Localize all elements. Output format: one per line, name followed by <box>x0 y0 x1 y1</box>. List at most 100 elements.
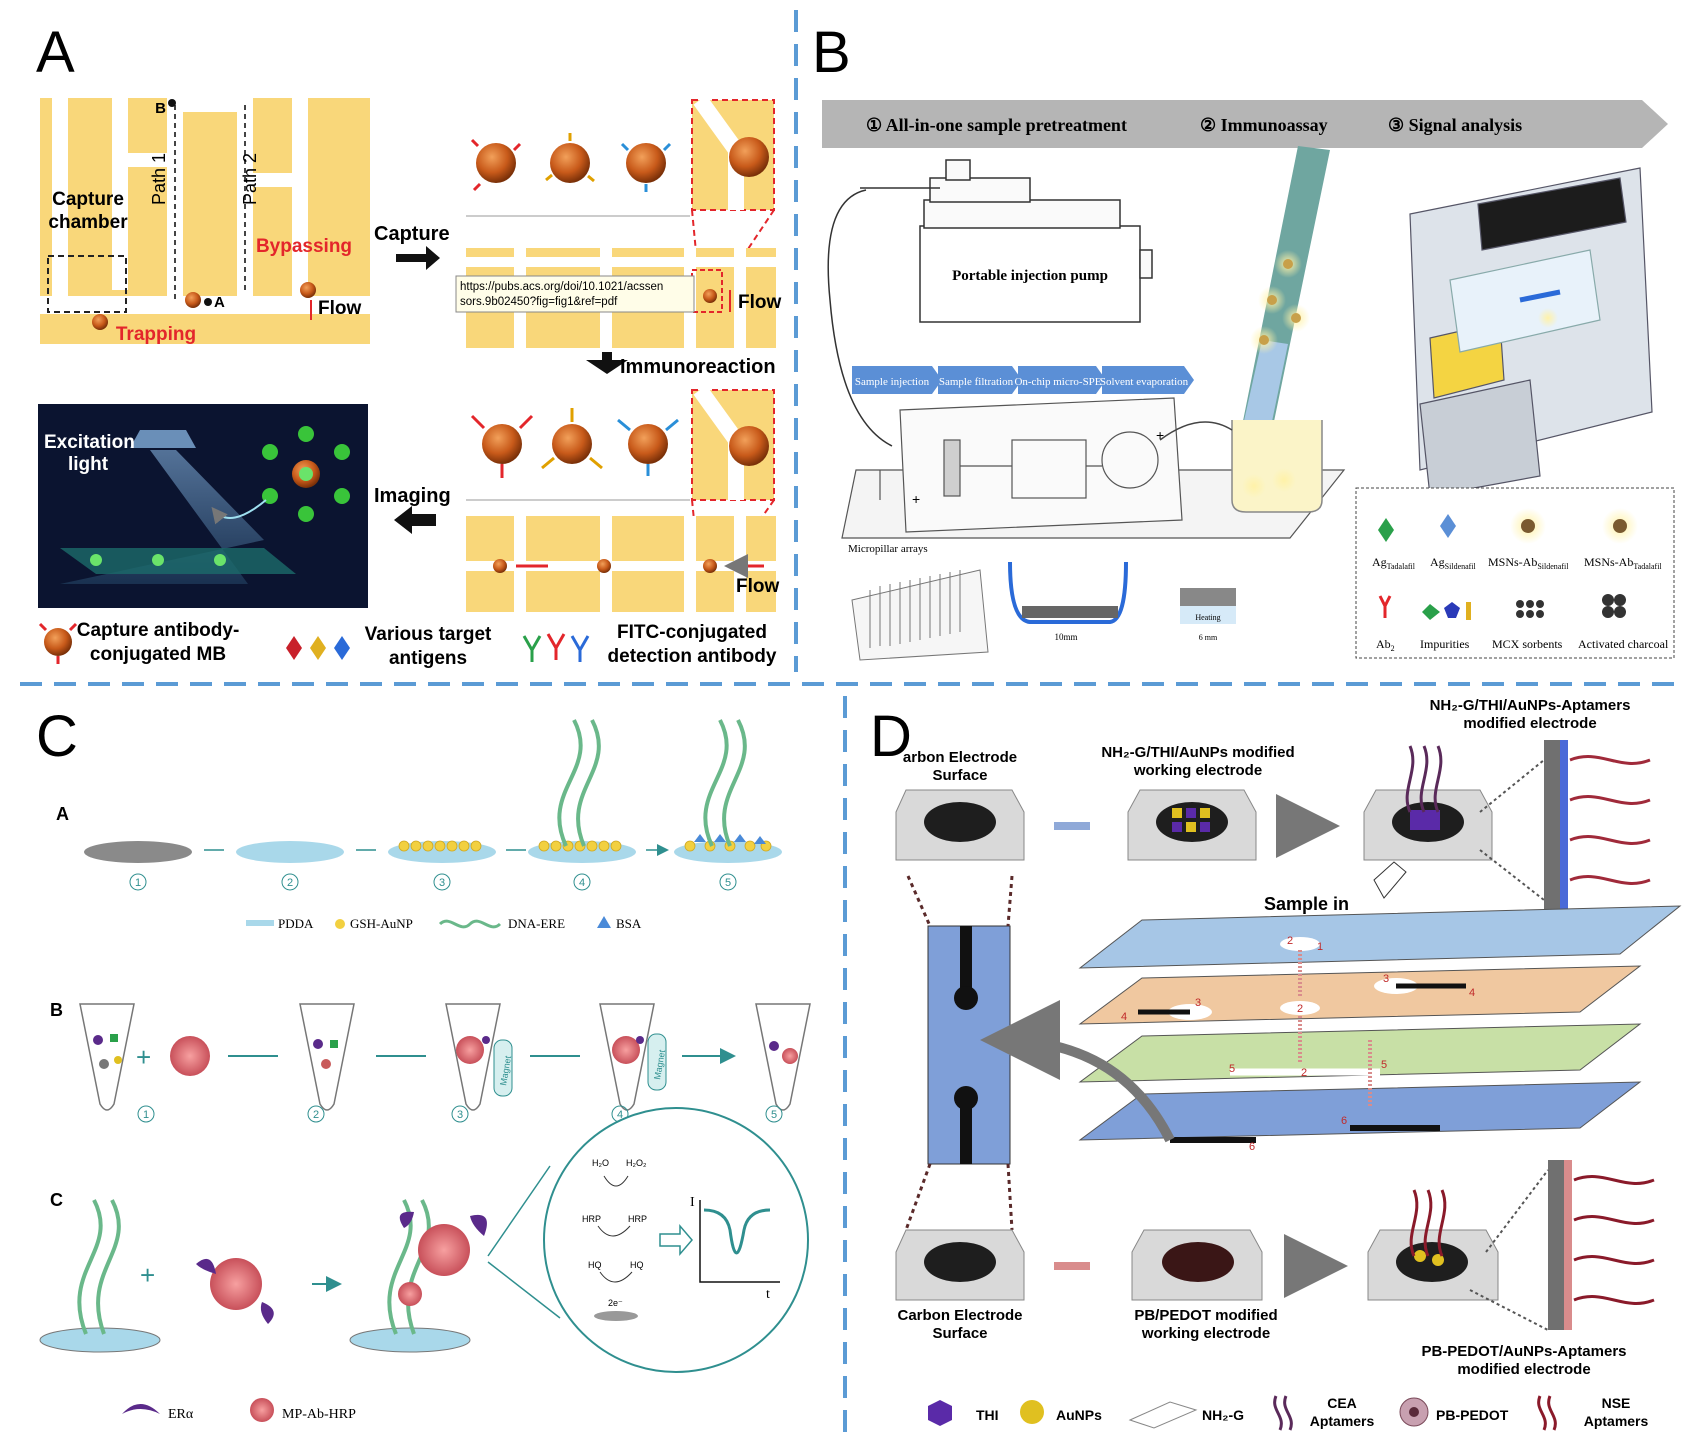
bead <box>729 426 769 466</box>
mns-particle <box>1538 308 1558 328</box>
ab2-icon <box>1378 595 1392 618</box>
top-surface-label-1: arbon Electrode <box>903 749 1017 766</box>
aunps-swatch <box>1020 1400 1044 1424</box>
magnet <box>493 1039 513 1097</box>
fluorescent-spot <box>152 554 164 566</box>
aunp <box>1414 1250 1426 1262</box>
tube <box>79 1003 135 1111</box>
dim-10mm: 10mm <box>1054 632 1077 642</box>
heating-zone <box>1180 606 1236 624</box>
legend-b-label: MCX sorbents <box>1492 637 1563 651</box>
row-a-label: A <box>56 804 69 824</box>
row-c-label: C <box>50 1190 63 1210</box>
flow-path <box>1298 950 1372 1108</box>
bead <box>300 282 316 298</box>
svg-text:HQ: HQ <box>630 1260 644 1270</box>
step-number: 1 <box>143 1109 149 1121</box>
panel-dividers <box>20 10 1680 1440</box>
reacted-beads <box>470 408 679 478</box>
signal-axes <box>699 1200 780 1283</box>
svg-text:2: 2 <box>1287 935 1293 947</box>
top-mod-label-1: NH₂-G/THI/AuNPs modified <box>1101 744 1294 761</box>
antigen-complex <box>617 418 679 476</box>
url-line-2: sors.9b02450?fig=fig1&ref=pdf <box>460 296 618 308</box>
chip-diagram: B A Path 1 Path 2 Capture chamber Bypass… <box>40 98 370 345</box>
zoom-lines <box>1479 759 1545 901</box>
row-b-label: B <box>50 1000 63 1020</box>
bot-mod-label-1: PB/PEDOT modified <box>1134 1307 1277 1324</box>
pump-tubing <box>827 189 893 447</box>
stage-label: On-chip micro-SPE <box>1014 376 1101 388</box>
electrode-steps <box>84 719 782 863</box>
layer-track <box>1138 983 1466 1015</box>
chip-plus: + <box>912 491 920 507</box>
cea-aptamer-swatch <box>1273 1395 1293 1431</box>
leg-thi: THI <box>976 1407 999 1423</box>
step-number: 2 <box>313 1109 319 1121</box>
capture-chamber-label-1: Capture <box>52 189 124 210</box>
trapping-label: Trapping <box>116 324 196 345</box>
legend-antigen-text-1: Various target <box>365 624 492 645</box>
beaker <box>1231 420 1323 513</box>
bead <box>703 289 717 303</box>
leg-bsa: BSA <box>616 916 642 931</box>
leg-cea-1: CEA <box>1327 1395 1357 1411</box>
plus-sign: + <box>136 1042 151 1072</box>
capture-chamber-box <box>47 255 127 313</box>
point-a-label: A <box>214 294 225 311</box>
leg-era: ERα <box>168 1407 194 1422</box>
stage-label: Sample filtration <box>939 376 1014 388</box>
bypassing-label: Bypassing <box>256 236 352 257</box>
filter-bed <box>1022 606 1118 618</box>
svg-text:HQ: HQ <box>588 1260 602 1270</box>
flow-label-1: Flow <box>318 298 361 319</box>
panel-d-letter: D <box>870 704 912 769</box>
electrode-spot <box>924 802 996 842</box>
legend-mb-antibodies <box>38 622 78 664</box>
step3-label: ③ Signal analysis <box>1388 115 1522 135</box>
leg-nse-2: Aptamers <box>1584 1413 1649 1429</box>
bead <box>703 559 717 573</box>
msns-core <box>1521 519 1535 533</box>
electrode-spot <box>1396 1242 1468 1282</box>
leg-cea-2: Aptamers <box>1310 1413 1375 1429</box>
mcx-sorbent-icon <box>1516 600 1544 618</box>
layer-hole <box>1280 937 1320 951</box>
path-dashes <box>174 105 246 300</box>
plus-sign-c: + <box>140 1260 155 1290</box>
mp-ab-hrp-bead <box>418 1224 470 1276</box>
chip-plus: + <box>1156 427 1164 443</box>
electrode-spot-pb <box>1162 1242 1234 1282</box>
fluorescent-core <box>299 467 313 481</box>
path2-label: Path 2 <box>240 153 260 205</box>
heating-block <box>1180 588 1236 606</box>
stage-plane <box>60 548 296 574</box>
electrode-disc <box>349 1327 471 1353</box>
step-number: 1 <box>135 877 141 889</box>
top-mod-label-2: working electrode <box>1133 762 1262 779</box>
svg-text:3: 3 <box>1383 973 1389 985</box>
electrode-surface <box>1564 1160 1572 1330</box>
antigen-complex <box>541 408 603 470</box>
strip-tube <box>1159 421 1233 441</box>
mp-swatch <box>250 1398 274 1422</box>
bead <box>476 143 516 183</box>
cea-aptamers <box>1569 755 1651 885</box>
point-a-dot <box>204 298 212 306</box>
nse-aptamer-swatch <box>1537 1395 1557 1431</box>
svg-text:2e⁻: 2e⁻ <box>608 1298 623 1308</box>
activated-charcoal-icon <box>1602 594 1626 618</box>
legend-b-label: Activated charcoal <box>1578 637 1669 651</box>
era-protein <box>399 1211 414 1228</box>
svg-text:6: 6 <box>1249 1141 1255 1153</box>
pipette <box>1373 861 1407 899</box>
bead <box>92 314 108 330</box>
electrode-spot <box>924 1242 996 1282</box>
dna-ere <box>557 719 601 847</box>
electrode-mini <box>594 1311 638 1321</box>
svg-text:2: 2 <box>1297 1003 1303 1015</box>
step-number: 3 <box>439 877 445 889</box>
bead <box>493 559 507 573</box>
chip-lead <box>960 1098 972 1164</box>
step2-label: ② Immunoassay <box>1200 115 1328 135</box>
